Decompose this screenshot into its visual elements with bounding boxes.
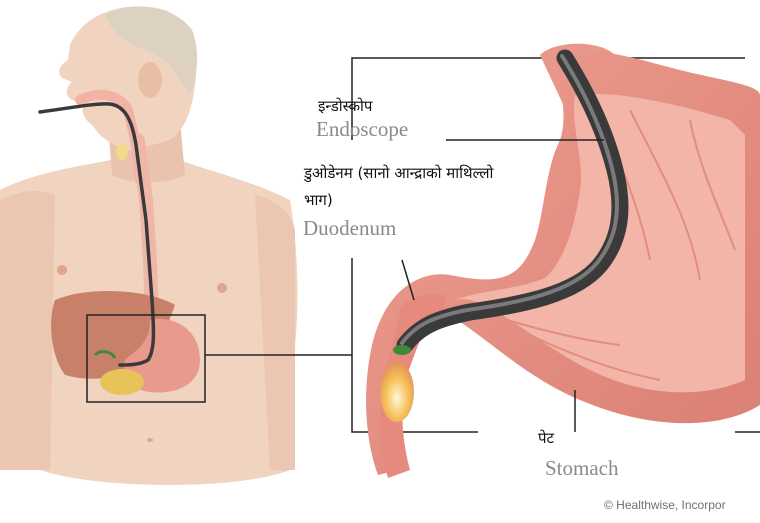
- stomach-lining: [445, 94, 745, 392]
- duodenum-label-nepali-line2: भाग): [304, 190, 333, 210]
- endoscope-label-nepali: इन्डोस्कोप: [318, 96, 372, 116]
- scope-light: [380, 362, 414, 422]
- endoscope-label-english: Endoscope: [316, 117, 408, 142]
- duodenum-label-nepali-line1: डुओडेनम (सानो आन्द्राको माथिल्लो: [304, 163, 493, 183]
- stomach-label-nepali: पेट: [538, 428, 554, 448]
- stomach-label-english: Stomach: [545, 456, 619, 481]
- human-figure: [0, 6, 352, 485]
- ear: [138, 62, 162, 98]
- enlarged-stomach: [352, 44, 760, 478]
- duodenum-label-english: Duodenum: [303, 216, 396, 241]
- copyright-credit: © Healthwise, Incorpor: [604, 498, 726, 512]
